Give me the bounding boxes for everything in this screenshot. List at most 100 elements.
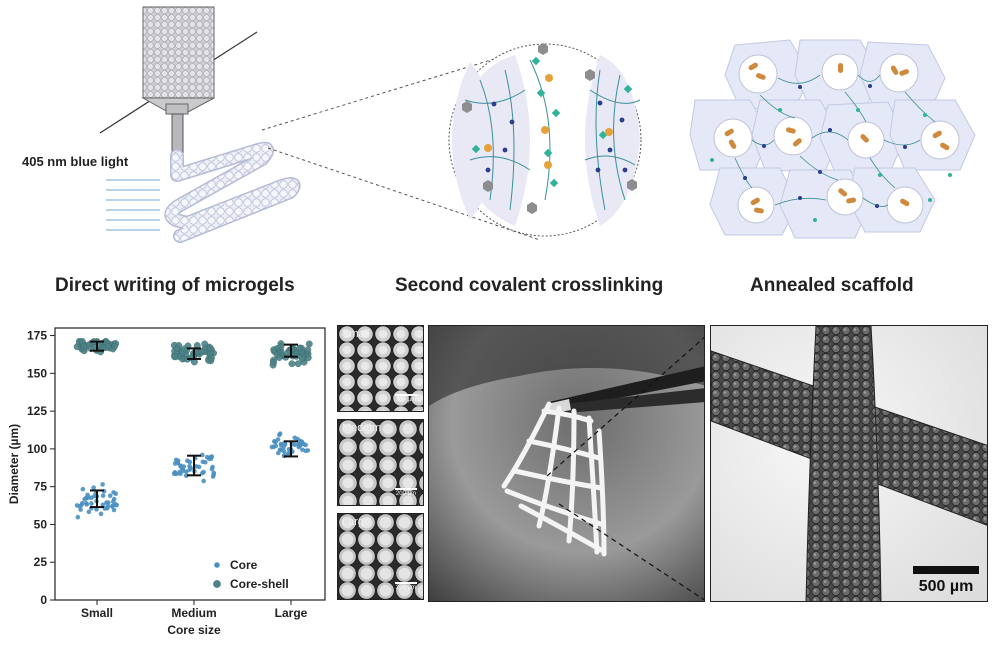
data-point: [171, 352, 179, 360]
data-point: [110, 499, 116, 504]
caption-annealed-scaffold: Annealed scaffold: [750, 275, 914, 296]
data-point: [305, 448, 311, 453]
legend-marker: [214, 562, 220, 568]
micrograph-scale: 200 µm: [395, 488, 417, 497]
data-point: [294, 360, 302, 368]
data-point: [80, 486, 86, 492]
data-point: [100, 482, 105, 487]
data-point: [184, 469, 189, 474]
scale-bar: [913, 566, 979, 574]
legend-marker: [213, 580, 221, 588]
y-tick-label: 150: [27, 366, 47, 380]
data-point: [208, 454, 213, 460]
data-point: [111, 342, 119, 350]
y-tick-label: 175: [27, 329, 47, 343]
zoom-panel-art: [711, 326, 987, 601]
x-tick-label: Small: [81, 606, 113, 620]
caption-direct-writing: Direct writing of microgels: [55, 275, 295, 296]
caption-crosslinking: Second covalent crosslinking: [395, 275, 664, 296]
data-point: [104, 500, 109, 505]
x-axis-label: Core size: [167, 623, 221, 637]
scaffold-photo: [428, 325, 705, 602]
data-point: [210, 474, 216, 479]
data-point: [275, 354, 283, 361]
scaffold-photo-art: [429, 326, 704, 601]
data-point: [80, 342, 88, 350]
data-point: [296, 344, 304, 352]
data-point: [196, 464, 202, 470]
y-tick-label: 50: [34, 517, 48, 531]
y-tick-label: 25: [34, 555, 48, 569]
x-tick-label: Medium: [171, 606, 216, 620]
crosslinking-detail: [448, 43, 642, 237]
data-point: [273, 443, 279, 449]
blue-light-arrows: [106, 179, 160, 231]
data-point: [201, 478, 206, 484]
data-point: [89, 501, 94, 506]
data-point: [175, 460, 181, 466]
data-point: [277, 432, 282, 438]
data-point: [104, 342, 112, 350]
scale-bar-label: 500 µm: [918, 578, 974, 595]
micrograph-medium: Medium 200 µm: [337, 419, 424, 506]
data-point: [111, 490, 116, 495]
data-point: [283, 349, 291, 357]
data-point: [185, 458, 190, 464]
data-point: [270, 346, 278, 354]
micrograph-small: Small 200 µm: [337, 325, 424, 412]
data-point: [281, 449, 287, 454]
zoom-panel: 500 µm: [710, 325, 988, 602]
data-point: [110, 503, 116, 509]
scaffold-mesh: [501, 401, 607, 557]
x-tick-label: Large: [275, 606, 308, 620]
data-point: [198, 347, 206, 355]
data-point: [85, 492, 90, 498]
data-point: [107, 493, 113, 499]
legend-label: Core-shell: [230, 577, 289, 591]
data-point: [111, 507, 117, 513]
data-point: [273, 439, 278, 445]
syringe: [141, 6, 215, 155]
data-point: [100, 502, 106, 508]
data-point: [104, 505, 110, 511]
legend-label: Core: [230, 558, 258, 572]
data-point: [276, 450, 281, 456]
data-point: [208, 354, 215, 362]
data-point: [84, 501, 89, 506]
micrograph-scale: 200 µm: [395, 394, 417, 403]
data-point: [201, 340, 209, 348]
y-tick-label: 75: [34, 480, 48, 494]
data-point: [200, 459, 206, 465]
micrograph-label: Small: [342, 328, 370, 340]
data-point: [211, 470, 217, 476]
plot-frame: [54, 327, 326, 601]
data-point: [75, 514, 81, 520]
micrograph-scale: 200 µm: [395, 582, 417, 591]
data-point: [292, 442, 297, 448]
y-tick-label: 125: [27, 404, 47, 418]
data-point: [209, 466, 215, 472]
data-point: [89, 495, 94, 500]
data-point: [200, 470, 205, 476]
data-point: [304, 346, 312, 354]
data-point: [296, 444, 302, 450]
data-point: [180, 466, 185, 471]
y-tick-label: 100: [27, 442, 47, 456]
data-point: [77, 503, 83, 509]
data-point: [269, 444, 275, 450]
blue-light-label: 405 nm blue light: [22, 154, 129, 169]
data-point: [98, 511, 104, 517]
data-point: [305, 340, 313, 348]
data-point: [206, 344, 214, 352]
data-point: [91, 485, 96, 490]
top-schematic: [99, 6, 976, 243]
data-point: [288, 360, 296, 368]
data-point: [100, 493, 106, 498]
micrograph-label: Large: [342, 516, 371, 528]
data-point: [173, 344, 181, 352]
data-point: [86, 509, 92, 515]
data-point: [298, 441, 304, 446]
micrograph-large: Large 200 µm: [337, 513, 424, 600]
data-point: [180, 345, 188, 353]
